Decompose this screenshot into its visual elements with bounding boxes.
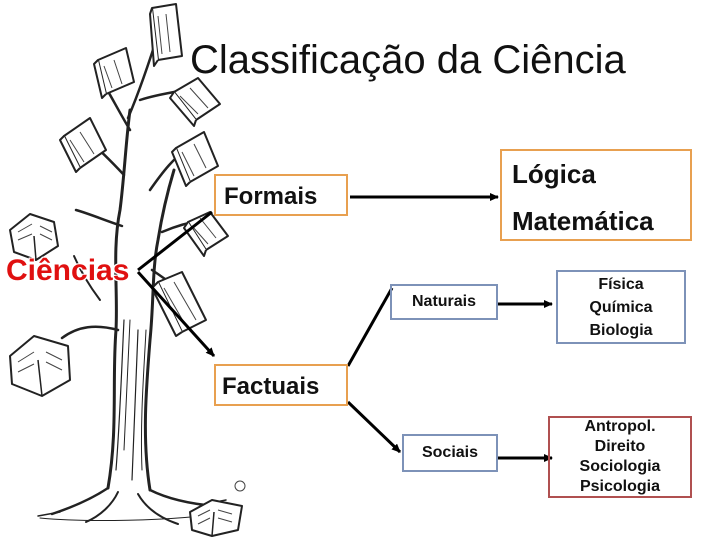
arrow-ciencias-factuais: [136, 270, 216, 358]
book-icon: [9, 3, 243, 537]
naturais-label: Naturais: [411, 293, 477, 310]
naturais-items-box: Física Química Biologia: [556, 270, 686, 344]
formais-label: Formais: [224, 183, 318, 210]
antropol-label: Antropol.: [584, 418, 656, 435]
matematica-label: Matemática: [512, 206, 654, 236]
line-ciencias-formais: [137, 210, 213, 272]
fisica-label: Física: [598, 275, 644, 293]
direito-label: Direito: [594, 438, 646, 455]
factuais-box: Factuais: [214, 364, 348, 406]
quimica-label: Química: [589, 298, 653, 316]
formais-box: Formais: [214, 174, 348, 216]
ciencias-label: Ciências: [6, 254, 130, 287]
logica-label: Lógica: [512, 159, 596, 189]
naturais-box: Naturais: [390, 284, 498, 320]
biologia-label: Biologia: [589, 321, 653, 339]
page-title: Classificação da Ciência: [190, 38, 626, 82]
sociologia-label: Sociologia: [579, 458, 661, 475]
arrow-factuais-sociais: [346, 400, 402, 454]
sociais-box: Sociais: [402, 434, 498, 472]
psicologia-label: Psicologia: [579, 478, 661, 495]
line-factuais-naturais: [346, 287, 394, 367]
formais-children-box: Lógica Matemática: [500, 149, 692, 241]
sociais-items-box: Antropol. Direito Sociologia Psicologia: [548, 416, 692, 498]
sociais-label: Sociais: [421, 444, 479, 461]
factuais-label: Factuais: [222, 373, 320, 400]
